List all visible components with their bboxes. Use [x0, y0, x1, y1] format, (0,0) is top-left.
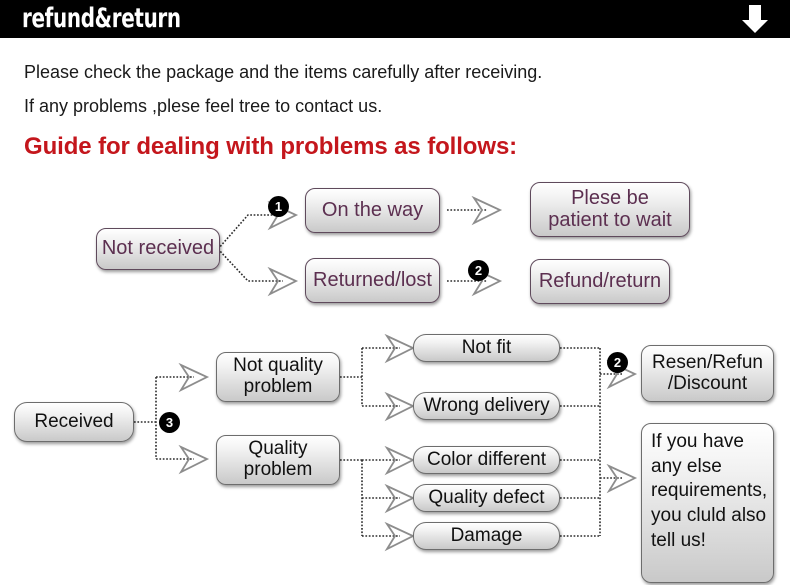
box-please-be-patient-line2: patient to wait: [548, 208, 672, 231]
note-line-1: If you have: [651, 431, 744, 452]
guide-heading: Guide for dealing with problems as follo…: [24, 133, 518, 160]
note-line-5: tell us!: [651, 529, 706, 551]
box-received[interactable]: Received: [14, 402, 134, 442]
box-resend-line1: Resen/Refun: [652, 351, 763, 373]
box-quality-problem[interactable]: Quality problem: [216, 435, 340, 485]
box-color-different[interactable]: Color different: [413, 446, 560, 474]
box-quality-problem-line2: problem: [243, 459, 313, 480]
box-quality-defect[interactable]: Quality defect: [413, 484, 560, 512]
box-wrong-delivery[interactable]: Wrong delivery: [413, 392, 560, 420]
box-returned-lost[interactable]: Returned/lost: [305, 258, 440, 303]
box-resend-refund-discount[interactable]: Resen/Refun /Discount: [641, 345, 774, 402]
box-on-the-way[interactable]: On the way: [305, 188, 440, 233]
box-not-fit[interactable]: Not fit: [413, 334, 560, 362]
box-not-received[interactable]: Not received: [96, 228, 220, 270]
box-damage[interactable]: Damage: [413, 522, 560, 550]
intro-line-2: If any problems ,plese feel tree to cont…: [24, 96, 383, 116]
badge-1: 1: [268, 196, 289, 217]
page-title: refund&return: [22, 3, 181, 34]
box-please-be-patient-line1: Plese be: [571, 186, 649, 209]
header-bar: refund&return: [0, 0, 790, 38]
box-extra-requirements-note[interactable]: If you have any else requirements, you c…: [641, 423, 774, 583]
box-not-quality-problem-line1: Not quality: [233, 355, 323, 377]
note-line-3: requirements,: [651, 480, 768, 502]
note-line-2: any else: [651, 455, 722, 477]
box-please-be-patient[interactable]: Plese be patient to wait: [530, 182, 690, 237]
badge-2-upper: 2: [468, 260, 489, 281]
intro-line-1: Please check the package and the items c…: [24, 62, 543, 82]
box-refund-return[interactable]: Refund/return: [530, 259, 670, 304]
box-resend-line2: /Discount: [667, 372, 748, 394]
badge-3: 3: [159, 412, 180, 433]
box-not-quality-problem[interactable]: Not quality problem: [216, 352, 340, 402]
note-line-4: you cluld also: [651, 505, 767, 527]
badge-2-lower: 2: [607, 352, 628, 373]
arrow-down-icon: [742, 5, 768, 33]
box-not-quality-problem-line2: problem: [243, 376, 313, 397]
box-quality-problem-line1: Quality: [248, 438, 308, 460]
